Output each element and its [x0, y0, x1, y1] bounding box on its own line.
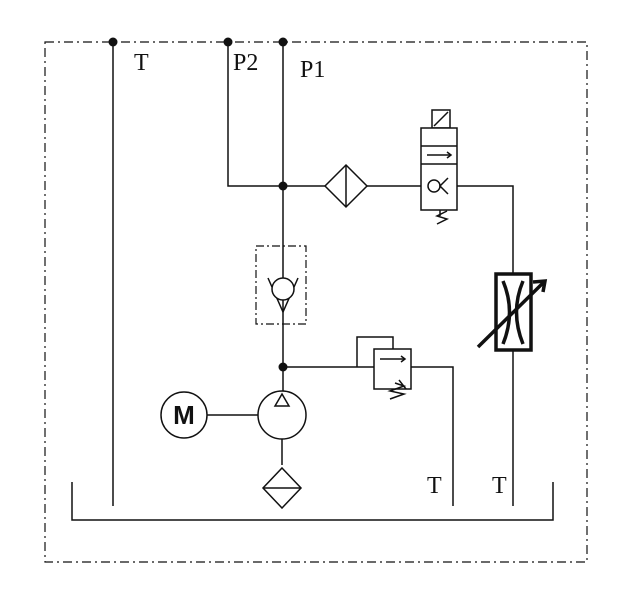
label-pressure-1: P1 — [300, 57, 325, 83]
tank-reservoir — [71, 482, 554, 521]
junction-node-p1 — [278, 37, 288, 47]
label-pressure-2: P2 — [233, 50, 258, 76]
junction-node-t — [108, 37, 118, 47]
p2-line — [227, 42, 283, 187]
motor-label: M — [173, 400, 195, 430]
relief-return-line — [411, 366, 454, 506]
motor-symbol: M — [160, 391, 208, 439]
label-tank-top: T — [134, 50, 149, 76]
label-tank-throttle: T — [492, 473, 507, 499]
junction-node-filter — [278, 181, 288, 191]
valve-to-throttle-line — [456, 185, 514, 506]
pressure-filter-symbol — [323, 163, 369, 209]
pump-symbol — [257, 390, 307, 440]
adjustable-throttle-symbol — [476, 272, 548, 352]
solenoid-valve-symbol — [420, 109, 458, 225]
suction-filter-symbol — [261, 466, 303, 510]
label-tank-relief: T — [427, 473, 442, 499]
junction-node-p2 — [223, 37, 233, 47]
unit-boundary — [44, 41, 588, 563]
relief-valve-symbol — [356, 336, 412, 400]
junction-node-pump — [278, 362, 288, 372]
check-valve-symbol — [255, 245, 307, 325]
